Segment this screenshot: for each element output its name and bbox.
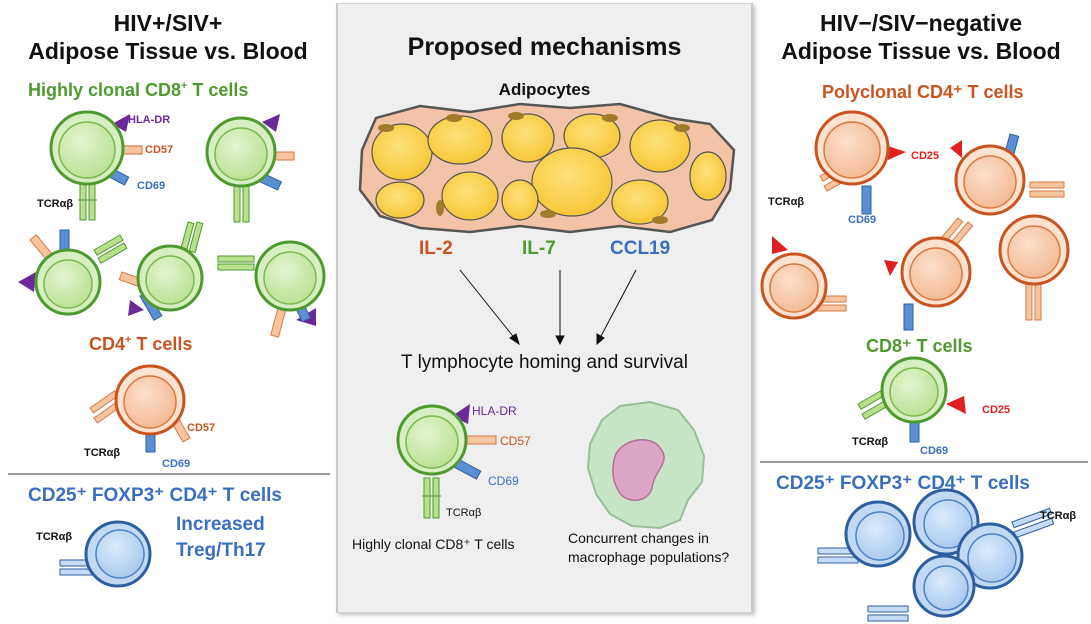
right-cd8-cd69-label: CD69 [920,445,949,457]
left-treg-note-line1: Increased [176,514,265,535]
left-treg-cell [59,520,152,588]
left-treg-heading: CD25⁺ FOXP3⁺ CD4⁺ T cells [28,485,282,506]
right-treg-heading: CD25⁺ FOXP3⁺ CD4⁺ T cells [776,473,1030,494]
left-cd4-cd69-label: CD69 [162,458,191,470]
il7-label: IL-7 [522,238,556,259]
right-cd8-tcr-label: TCRαβ [852,436,889,448]
macrophage-caption-line1: Concurrent changes in [568,530,709,546]
right-cd4-cell-2 [935,133,1065,253]
right-cd8-heading: CD8⁺ T cells [866,336,973,356]
right-title-line1: HIV−/SIV−negative [820,10,1022,36]
left-cd4-tcr-label: TCRαβ [84,447,121,459]
macrophage-caption-line2: macrophage populations? [568,549,730,565]
left-cd57-label: CD57 [145,144,174,156]
right-cd4-cell-3 [760,236,847,320]
adipocytes-label: Adipocytes [498,80,591,99]
left-cd4-cell [89,364,191,453]
right-cd69-label: CD69 [848,214,877,226]
center-cd69-label: CD69 [488,474,519,488]
right-treg-tcr-label: TCRαβ [1040,510,1077,522]
left-title-line1: HIV+/SIV+ [113,10,223,36]
left-cd4-cd57-label: CD57 [187,422,216,434]
left-cd69-label: CD69 [137,180,166,192]
ccl19-label: CCL19 [610,238,671,259]
center-hla-label: HLA-DR [472,404,517,418]
center-cell-caption: Highly clonal CD8⁺ T cells [352,536,515,552]
left-tcr-label: TCRαβ [37,198,74,210]
right-treg-cluster [817,488,1055,622]
right-cd25-label-1: CD25 [911,150,940,162]
left-cd8-cell-5 [217,240,326,338]
left-cd8-cell-1 [49,110,143,221]
right-cd4-cell-5 [998,214,1070,321]
right-cd25-label-2: CD25 [982,404,1011,416]
right-cd4-cell-1 [814,110,906,215]
left-cd8-heading: Highly clonal CD8+ T cells [28,80,249,100]
right-tcr-label: TCRαβ [768,196,805,208]
homing-label: T lymphocyte homing and survival [401,352,688,373]
left-treg-note-line2: Treg/Th17 [176,540,266,561]
right-cd4-heading: Polyclonal CD4⁺ T cells [822,82,1024,102]
mechanisms-title: Proposed mechanisms [407,33,682,61]
left-hla-label: HLA-DR [128,114,171,126]
right-title-line2: Adipose Tissue vs. Blood [781,38,1061,64]
center-cd57-label: CD57 [500,434,531,448]
left-cd8-cell-2 [205,114,295,223]
left-cd8-cell-4 [118,221,204,321]
left-cd4-heading: CD4+ T cells [89,334,193,354]
left-cd8-cell-3 [18,229,128,316]
left-title-line2: Adipose Tissue vs. Blood [28,38,308,64]
il2-label: IL-2 [419,238,453,259]
center-tcr-label: TCRαβ [446,507,482,519]
right-cd4-cell-4 [884,236,972,331]
right-cd8-cell [857,356,966,443]
left-cells-drawing [8,110,330,588]
left-treg-tcr-label: TCRαβ [36,531,73,543]
